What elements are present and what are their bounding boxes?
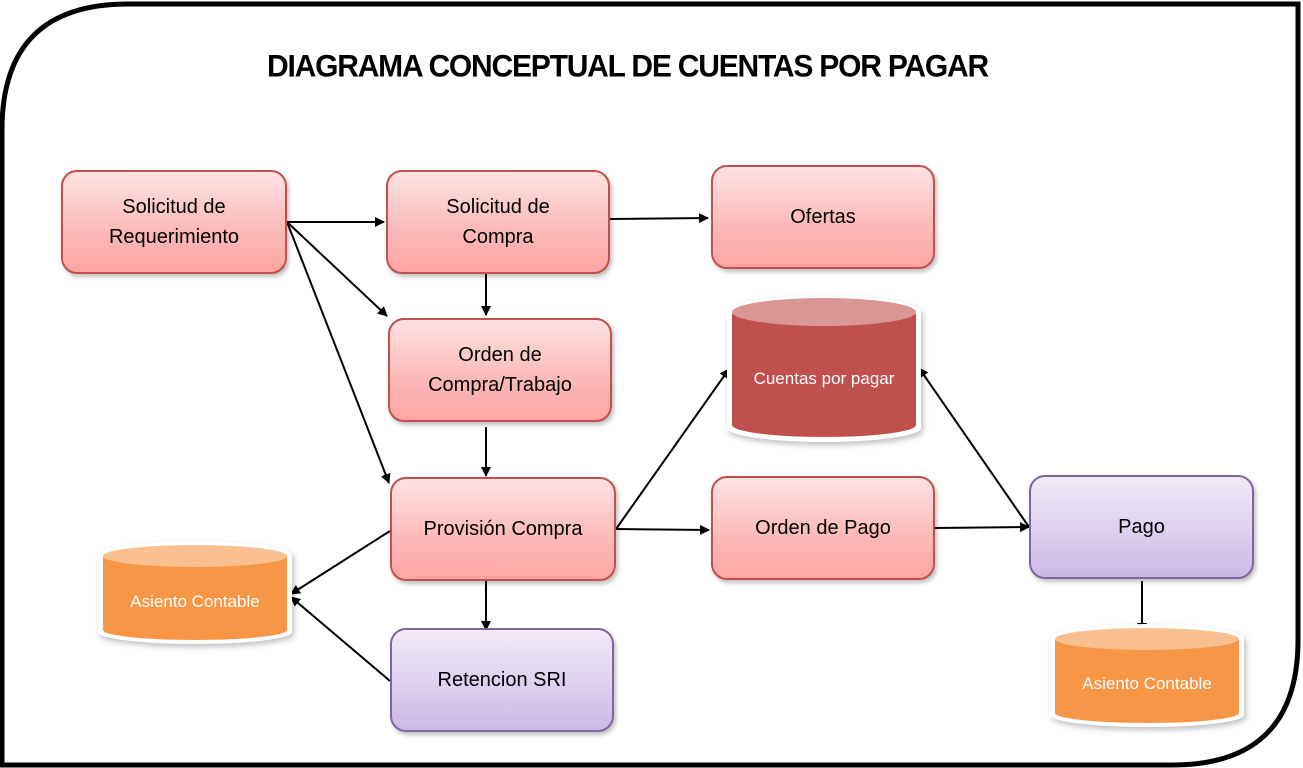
node-solicitud-compra[interactable]: Solicitud de Compra (386, 170, 610, 274)
edge-ordenpago-to-pago (934, 522, 1030, 533)
node-solicitud-requerimiento[interactable]: Solicitud de Requerimiento (61, 170, 287, 274)
edge-retencion-to-asiento1 (290, 596, 391, 682)
asiento-contable-1-label: Asiento Contable (130, 592, 260, 611)
node-label-line1: Solicitud de (446, 196, 550, 218)
edge-req-to-ordencompra (286, 221, 388, 317)
edge-solcompra-to-ofertas (609, 213, 709, 224)
asiento-contable-db-1[interactable] (98, 541, 292, 644)
asiento-contable-db-2[interactable] (1050, 624, 1244, 727)
node-label: Retencion SRI (437, 669, 567, 691)
cuentas-por-pagar-label: Cuentas por pagar (753, 369, 895, 388)
cuentas-por-pagar-db-top (732, 298, 916, 326)
node-label-line1: Solicitud de (122, 196, 226, 218)
edges (286, 213, 1147, 682)
node-label: Orden de Pago (755, 517, 891, 539)
edge-provision-to-cpp (615, 368, 730, 530)
edge-req-to-provision (286, 221, 391, 484)
node-ofertas[interactable]: Ofertas (711, 165, 935, 269)
edge-provision-to-asiento1 (290, 530, 391, 595)
edge-provision-to-ordenpago (615, 524, 710, 535)
asiento-contable-db-1-top (103, 545, 287, 567)
node-provision-compra[interactable]: Provisión Compra (390, 477, 616, 581)
node-orden-compra[interactable]: Orden de Compra/Trabajo (388, 318, 612, 422)
edge-pago-to-cpp (918, 367, 1030, 528)
node-pago[interactable]: Pago (1029, 475, 1254, 579)
node-label: Provisión Compra (423, 518, 583, 540)
diagram-title: DIAGRAMA CONCEPTUAL DE CUENTAS POR PAGAR (267, 49, 989, 84)
node-label-line2: Requerimiento (108, 226, 240, 248)
node-label-line1: Orden de (458, 344, 542, 366)
node-label-line2: Compra (462, 226, 534, 248)
node-orden-pago[interactable]: Orden de Pago (711, 476, 935, 580)
asiento-contable-2-label: Asiento Contable (1082, 674, 1212, 693)
node-label: Ofertas (790, 206, 856, 228)
node-label-line2: Compra/Trabajo (428, 374, 572, 396)
cuentas-por-pagar-db[interactable] (727, 295, 921, 442)
asiento-contable-db-2-top (1055, 628, 1239, 650)
node-label: Pago (1118, 516, 1165, 538)
node-retencion-sri[interactable]: Retencion SRI (390, 628, 614, 732)
